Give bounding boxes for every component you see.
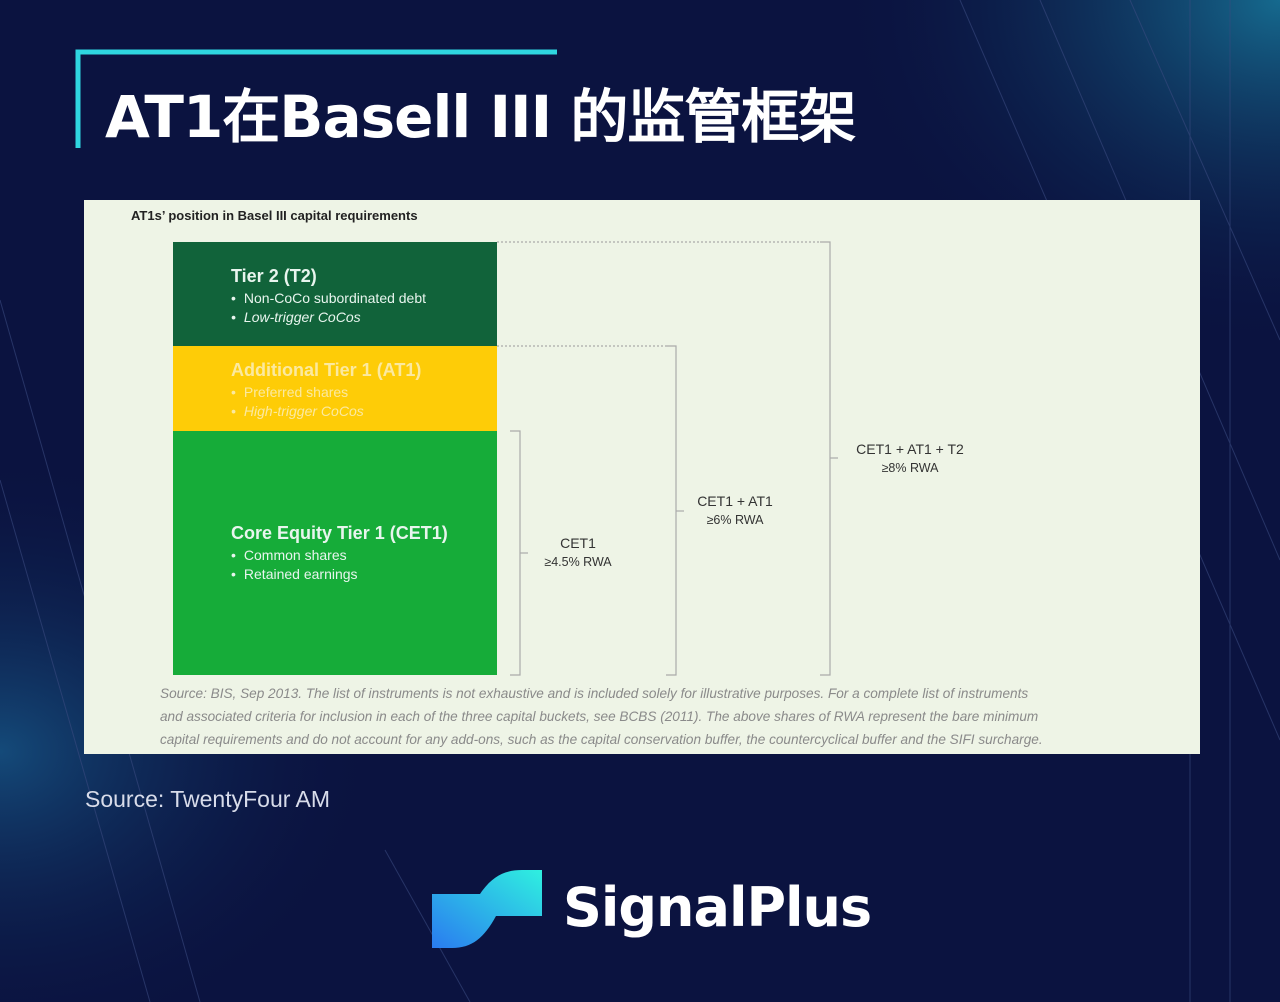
signalplus-logo-icon <box>432 870 542 948</box>
tier-at1-block: Additional Tier 1 (AT1) Preferred shares… <box>173 346 497 431</box>
bracket-label-cet1-at1: CET1 + AT1≥6% RWA <box>697 493 773 527</box>
tier-name: Additional Tier 1 (AT1) <box>231 360 422 380</box>
title-bracket <box>75 49 557 148</box>
source-credit: Source: TwentyFour AM <box>85 786 331 812</box>
tier-name: Core Equity Tier 1 (CET1) <box>231 523 448 543</box>
bracket-label-cet1: CET1≥4.5% RWA <box>544 535 612 569</box>
tier-item: Non-CoCo subordinated debt <box>231 289 497 308</box>
tier-cet1-block: Core Equity Tier 1 (CET1) Common sharesR… <box>173 431 497 675</box>
tier-item: Common shares <box>231 546 497 565</box>
tier-item: Low-trigger CoCos <box>231 308 497 327</box>
brand-name: SignalPlus <box>563 876 872 939</box>
tier-name: Tier 2 (T2) <box>231 266 317 286</box>
figure-title: AT1s’ position in Basel III capital requ… <box>131 208 418 223</box>
tier-item: Retained earnings <box>231 565 497 584</box>
tier-item: Preferred shares <box>231 383 497 402</box>
figure-panel: AT1s’ position in Basel III capital requ… <box>84 200 1200 754</box>
figure-source-note: Source: BIS, Sep 2013. The list of instr… <box>160 686 1043 747</box>
page-title: AT1在Basell III 的监管框架 <box>105 83 856 151</box>
brackets <box>497 241 838 676</box>
tier-item: High-trigger CoCos <box>231 402 497 421</box>
tier-t2-block: Tier 2 (T2) Non-CoCo subordinated debtLo… <box>173 242 497 346</box>
bracket-label-total: CET1 + AT1 + T2≥8% RWA <box>856 441 964 475</box>
